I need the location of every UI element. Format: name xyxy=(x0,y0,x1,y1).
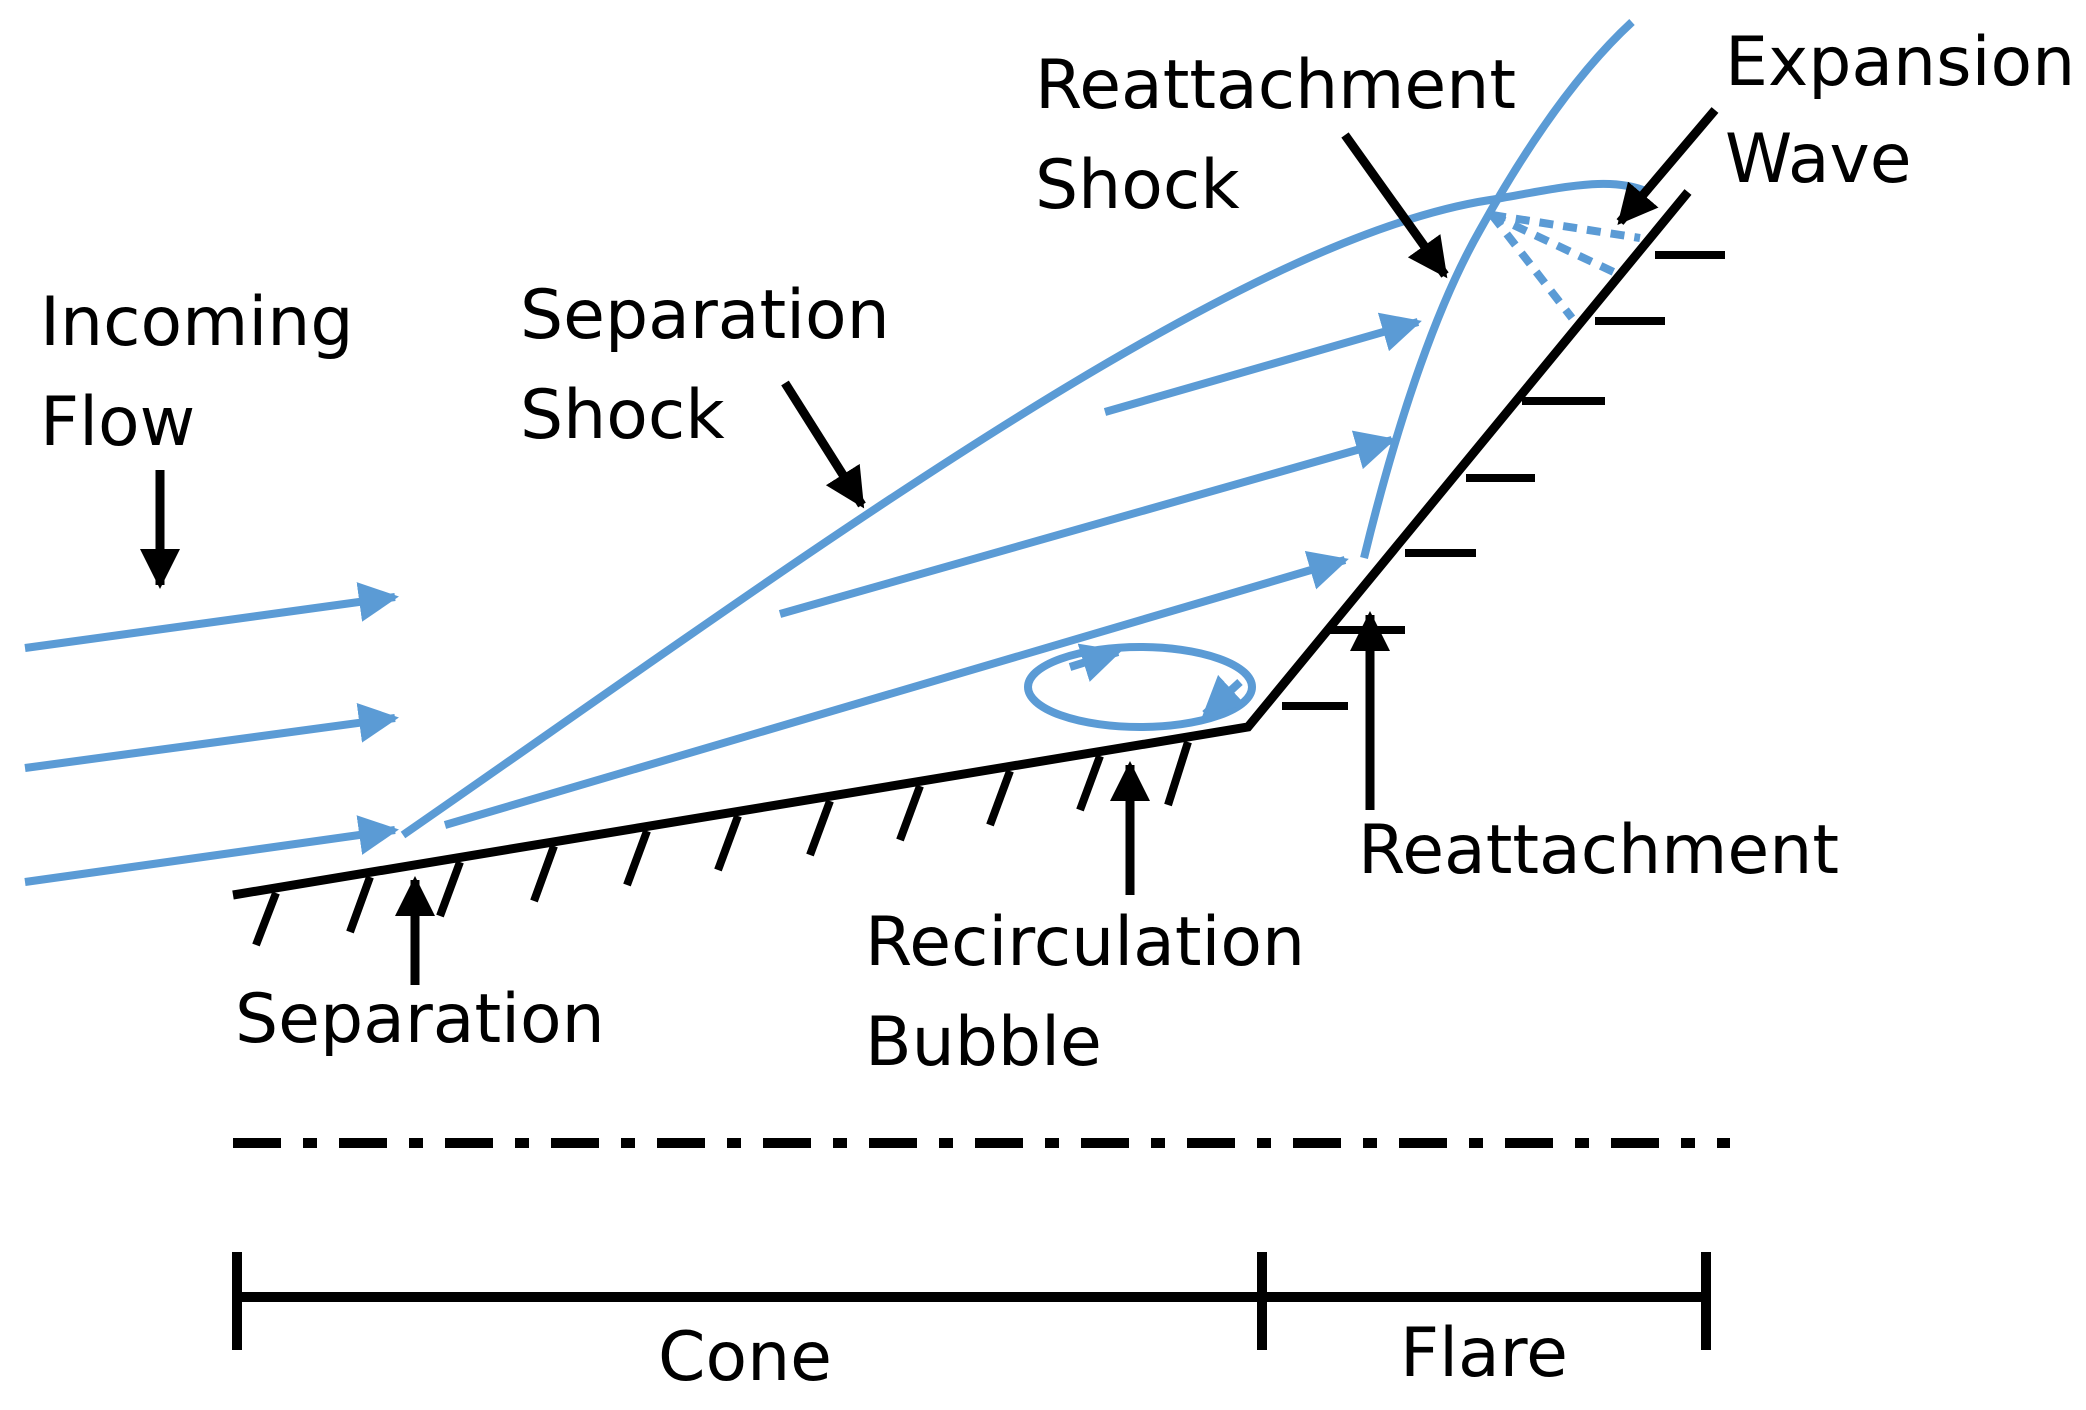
recirculation-loop xyxy=(1024,643,1256,731)
separation-shock-label-line2: Shock xyxy=(520,376,725,455)
cone-hatch xyxy=(436,860,464,918)
separation-shock-label-line1: Separation xyxy=(520,276,890,355)
recirculation-bubble-label-line2: Bubble xyxy=(865,1003,1102,1082)
cone-hatch xyxy=(896,784,924,842)
cone-label: Cone xyxy=(658,1318,832,1397)
incoming-streamlines xyxy=(24,582,399,886)
separation-shock-line xyxy=(400,179,1650,839)
recirculation-bubble-label-line1: Recirculation xyxy=(865,903,1305,982)
reattachment-shock-line xyxy=(1360,19,1635,559)
reattachment-shock-arrow xyxy=(1341,132,1449,279)
shear-layer-streamline xyxy=(443,550,1349,829)
expansion-wave-arrow xyxy=(1616,107,1719,226)
cone-flare-dimension-bar xyxy=(232,1252,1711,1350)
expansion-wave-label-line2: Wave xyxy=(1725,120,1912,199)
incoming-streamline-bottom xyxy=(24,815,399,886)
incoming-flow-label-line2: Flow xyxy=(40,383,195,462)
expansion-wave-label-line1: Expansion xyxy=(1725,23,2075,102)
incoming-flow-label-line1: Incoming xyxy=(40,283,354,362)
recirculation-bubble-shape xyxy=(1024,643,1256,731)
cone-hatch xyxy=(1164,740,1192,807)
cone-hatch xyxy=(714,814,742,872)
separation-shock-arrow xyxy=(781,380,866,509)
flare-hatching xyxy=(1282,251,1725,710)
reattachment-shock-label-line1: Reattachment xyxy=(1035,46,1516,125)
pointer-arrows xyxy=(140,107,1719,985)
reattachment-label: Reattachment xyxy=(1358,811,1839,890)
deflected-streamlines xyxy=(443,312,1422,829)
cone-hatch xyxy=(986,769,1014,827)
recirculation-arrow-right xyxy=(1202,674,1246,717)
deflected-streamline-upper xyxy=(1103,312,1422,416)
separation-label: Separation xyxy=(235,980,605,1059)
cone-hatch xyxy=(1076,754,1104,812)
expansion-wave-line-1 xyxy=(1491,211,1641,242)
cone-hatch xyxy=(806,799,834,857)
cone-hatching xyxy=(252,740,1192,947)
flare-label: Flare xyxy=(1400,1314,1568,1393)
incoming-streamline-top xyxy=(24,582,399,652)
recirculation-arrow-top xyxy=(1068,643,1122,682)
cone-hatch xyxy=(623,829,651,887)
cone-hatch xyxy=(252,891,280,947)
expansion-wave-fan xyxy=(1488,211,1641,321)
cone-hatch xyxy=(530,844,558,903)
deflected-streamline-lower xyxy=(778,430,1396,618)
cone-flare-wall xyxy=(232,189,1692,900)
incoming-streamline-middle xyxy=(24,703,399,772)
reattachment-shock-label-line2: Shock xyxy=(1035,146,1240,225)
expansion-wave-line-3 xyxy=(1488,212,1576,321)
cone-hatch xyxy=(346,875,374,934)
